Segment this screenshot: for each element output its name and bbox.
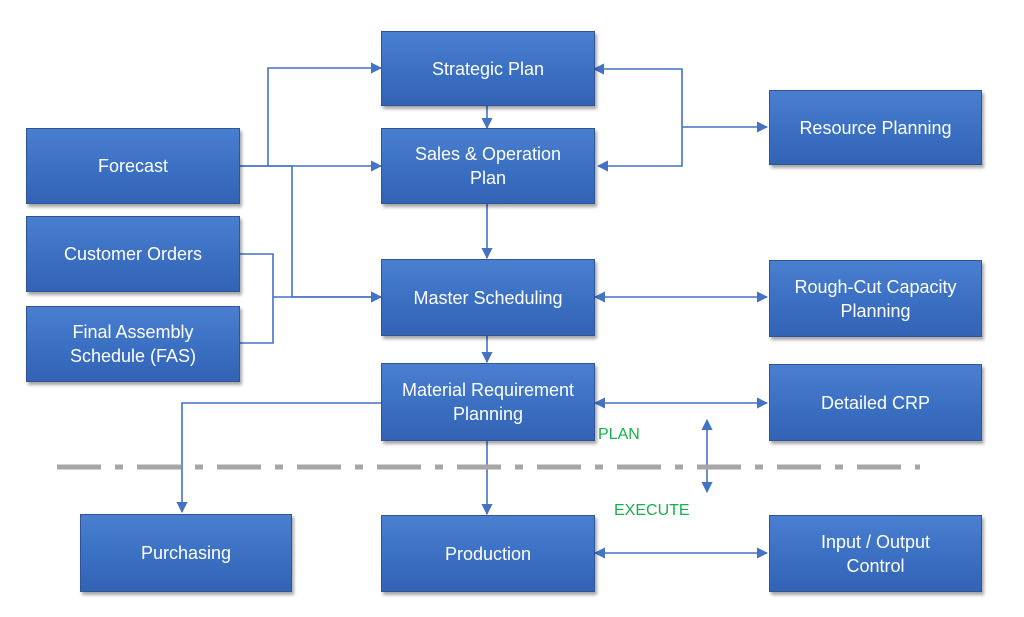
zone-label-plan: PLAN [598, 426, 640, 443]
node-forecast: Forecast [26, 128, 240, 204]
node-sales-operation-plan: Sales & Operation Plan [381, 128, 595, 204]
node-material-requirement-planning-label: Material Requirement Planning [401, 380, 575, 424]
connector-forecast-master [268, 165, 383, 303]
node-detailed-crp-label: Detailed CRP [820, 392, 931, 413]
node-production-label: Production [444, 543, 532, 564]
node-master-scheduling: Master Scheduling [381, 259, 595, 336]
node-resource-planning: Resource Planning [769, 90, 982, 165]
node-forecast-label: Forecast [97, 156, 169, 176]
connector-forecast-strategic [240, 62, 383, 167]
node-strategic-plan: Strategic Plan [381, 31, 595, 106]
connector-mrp-purchasing [176, 402, 381, 514]
connector-orders-fas-bracket [240, 253, 274, 344]
node-production: Production [381, 515, 595, 592]
node-input-output-control-label: Input / Output Control [820, 531, 931, 576]
zone-label-execute: EXECUTE [614, 502, 690, 519]
node-master-scheduling-label: Master Scheduling [413, 287, 563, 308]
node-final-assembly-schedule-label: Final Assembly Schedule (FAS) [69, 322, 197, 366]
node-detailed-crp: Detailed CRP [769, 364, 982, 441]
node-rough-cut-capacity-planning-label: Rough-Cut Capacity Planning [794, 276, 957, 321]
node-purchasing: Purchasing [80, 514, 292, 592]
node-final-assembly-schedule: Final Assembly Schedule (FAS) [26, 306, 240, 382]
node-rough-cut-capacity-planning: Rough-Cut Capacity Planning [769, 260, 982, 337]
node-input-output-control: Input / Output Control [769, 515, 982, 592]
node-customer-orders: Customer Orders [26, 216, 240, 292]
connector-resource-bracket [592, 63, 683, 172]
node-customer-orders-label: Customer Orders [63, 244, 203, 264]
node-resource-planning-label: Resource Planning [799, 117, 952, 138]
node-sales-operation-plan-label: Sales & Operation Plan [414, 144, 562, 188]
node-strategic-plan-label: Strategic Plan [431, 58, 545, 79]
node-material-requirement-planning: Material Requirement Planning [381, 363, 595, 441]
node-purchasing-label: Purchasing [140, 543, 232, 563]
